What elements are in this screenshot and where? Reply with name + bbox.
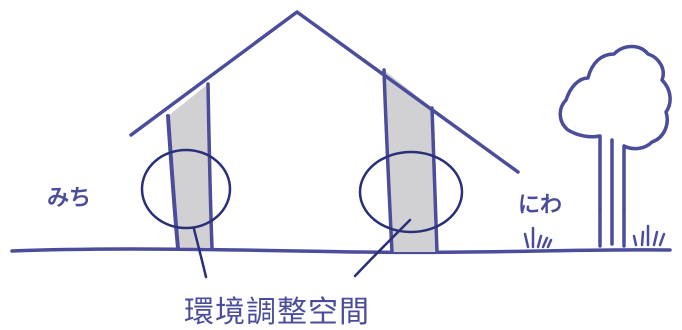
- right-wall-inner-line: [430, 106, 439, 254]
- right-buffer-wall: [384, 70, 437, 252]
- left-leader-line: [192, 227, 208, 279]
- left-buffer-wall: [168, 84, 212, 248]
- roof-line: [129, 10, 520, 174]
- left-wall-outer-line: [166, 114, 180, 250]
- left-wall-inner-line: [206, 82, 214, 250]
- grass-icon: [632, 224, 666, 247]
- right-highlight-circle: [358, 150, 464, 234]
- right-leader-line: [353, 218, 412, 278]
- left-highlight-circle: [140, 148, 232, 230]
- tree-icon: [558, 44, 672, 248]
- grass-icon: [523, 226, 553, 249]
- garden-label: にわ: [518, 193, 562, 218]
- caption-label: 環境調整空間: [184, 295, 370, 330]
- road-label: みち: [47, 186, 91, 211]
- ground-line: [10, 247, 672, 255]
